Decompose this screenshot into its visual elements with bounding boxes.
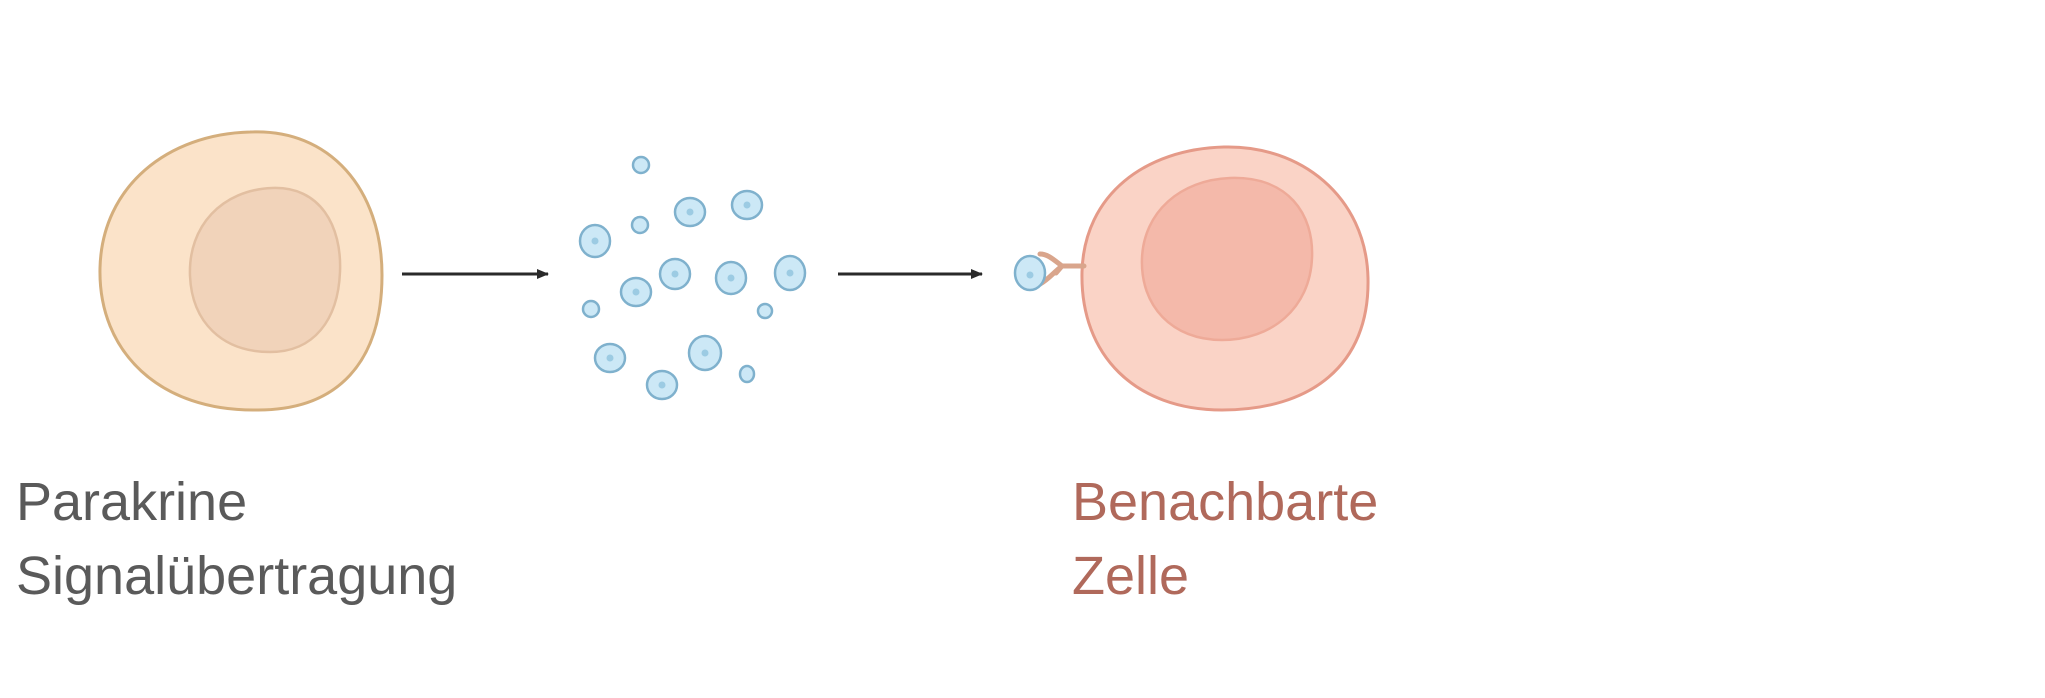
target-cell-label: Benachbarte Zelle <box>1072 465 1378 613</box>
target-label-line1: Benachbarte <box>1072 472 1379 532</box>
bound-signal-molecule-icon <box>1013 254 1047 292</box>
molecule-cores <box>591 201 794 389</box>
target-cell-icon <box>1080 145 1370 412</box>
source-label-line2: Signalübertragung <box>16 546 458 606</box>
signaling-cell-icon <box>98 130 384 412</box>
source-label-line1: Parakrine <box>16 472 248 532</box>
signal-molecule-icon <box>578 155 807 401</box>
target-label-line2: Zelle <box>1072 546 1190 606</box>
source-cell-label: Parakrine Signalübertragung <box>16 465 457 613</box>
receptor-icon <box>1037 251 1087 287</box>
